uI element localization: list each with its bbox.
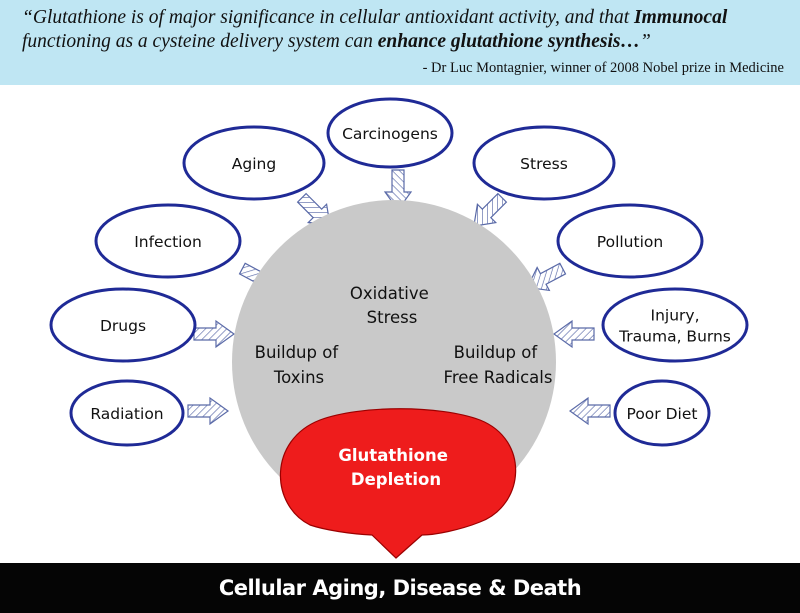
stress-label-line: Stress bbox=[520, 155, 568, 173]
drugs-label: Drugs bbox=[100, 317, 146, 335]
stress-arrow bbox=[473, 192, 508, 227]
stress-label: Stress bbox=[520, 155, 568, 173]
factor-pollution: Pollution bbox=[556, 203, 704, 279]
quote-text: “Glutathione is of major significance in… bbox=[22, 6, 786, 54]
radiation-ellipse bbox=[69, 379, 185, 447]
toxins-line-1: Buildup of bbox=[255, 343, 340, 362]
stress-ellipse bbox=[472, 125, 616, 201]
quote-emphasis-immunocal: Immunocal bbox=[634, 7, 728, 28]
free-radicals-line-1: Buildup of bbox=[454, 343, 539, 362]
glutathione-depletion-label: Glutathione Depletion bbox=[338, 446, 453, 489]
factor-stress: Stress bbox=[472, 125, 616, 201]
poor-diet-arrow bbox=[568, 396, 611, 426]
factor-carcinogens: Carcinogens bbox=[326, 97, 454, 169]
oxidative-stress-label: Oxidative Stress bbox=[350, 284, 434, 327]
glutathione-depletion-bubble bbox=[279, 408, 517, 559]
poor-diet-label-line: Poor Diet bbox=[627, 405, 698, 423]
infection-ellipse bbox=[94, 203, 242, 279]
quote-part-2: functioning as a cysteine delivery syste… bbox=[22, 31, 378, 52]
injury-ellipse bbox=[601, 287, 749, 363]
footer-bar: Cellular Aging, Disease & Death bbox=[0, 563, 800, 613]
factor-infection: Infection bbox=[94, 203, 242, 279]
radiation-label-line: Radiation bbox=[90, 405, 163, 423]
oxidative-stress-diagram: Oxidative Stress Buildup of Toxins Build… bbox=[49, 97, 749, 559]
factor-drugs: Drugs bbox=[49, 287, 197, 363]
factor-radiation: Radiation bbox=[69, 379, 185, 447]
aging-label-line: Aging bbox=[232, 155, 276, 173]
factor-injury: Injury, Trauma, Burns bbox=[601, 287, 749, 363]
carcinogens-ellipse bbox=[326, 97, 454, 169]
aging-label: Aging bbox=[232, 155, 276, 173]
infection-label: Infection bbox=[134, 233, 202, 251]
toxins-label: Buildup of Toxins bbox=[255, 343, 344, 387]
quote-open-mark: “ bbox=[22, 7, 33, 28]
toxins-line-2: Toxins bbox=[273, 368, 324, 387]
injury-label: Injury, Trauma, Burns bbox=[618, 307, 731, 346]
free-radicals-line-2: Free Radicals bbox=[444, 368, 553, 387]
pollution-arrow bbox=[526, 262, 567, 292]
injury-arrow bbox=[552, 319, 595, 349]
pollution-ellipse bbox=[556, 203, 704, 279]
carcinogens-label-line: Carcinogens bbox=[342, 125, 438, 143]
factor-poor-diet: Poor Diet bbox=[613, 379, 711, 447]
free-radicals-label: Buildup of Free Radicals bbox=[444, 343, 553, 387]
drugs-label-line: Drugs bbox=[100, 317, 146, 335]
oxidative-line-2: Stress bbox=[367, 308, 418, 327]
arrows-layer bbox=[187, 169, 611, 426]
injury-label-line: Injury, bbox=[651, 307, 700, 325]
oxidative-line-1: Oxidative bbox=[350, 284, 429, 303]
depletion-line-1: Glutathione bbox=[338, 446, 448, 465]
drugs-ellipse bbox=[49, 287, 197, 363]
carcinogens-label: Carcinogens bbox=[342, 125, 438, 143]
poor-diet-label: Poor Diet bbox=[627, 405, 698, 423]
depletion-line-2: Depletion bbox=[351, 470, 441, 489]
aging-ellipse bbox=[182, 125, 326, 201]
pollution-label-line: Pollution bbox=[597, 233, 663, 251]
quote-part-1: Glutathione is of major significance in … bbox=[32, 7, 635, 28]
quote-banner: “Glutathione is of major significance in… bbox=[0, 0, 800, 85]
pollution-label: Pollution bbox=[597, 233, 663, 251]
injury-label-line: Trauma, Burns bbox=[618, 328, 731, 346]
factor-aging: Aging bbox=[182, 125, 326, 201]
quote-attribution: - Dr Luc Montagnier, winner of 2008 Nobe… bbox=[422, 60, 784, 76]
radiation-arrow bbox=[187, 396, 230, 426]
quote-close-mark: ” bbox=[640, 31, 651, 52]
drugs-arrow bbox=[193, 319, 236, 349]
center-layer: Oxidative Stress Buildup of Toxins Build… bbox=[232, 200, 556, 559]
radiation-label: Radiation bbox=[90, 405, 163, 423]
infection-label-line: Infection bbox=[134, 233, 202, 251]
poor-diet-ellipse bbox=[613, 379, 711, 447]
quote-emphasis-synthesis: enhance glutathione synthesis… bbox=[377, 31, 640, 52]
